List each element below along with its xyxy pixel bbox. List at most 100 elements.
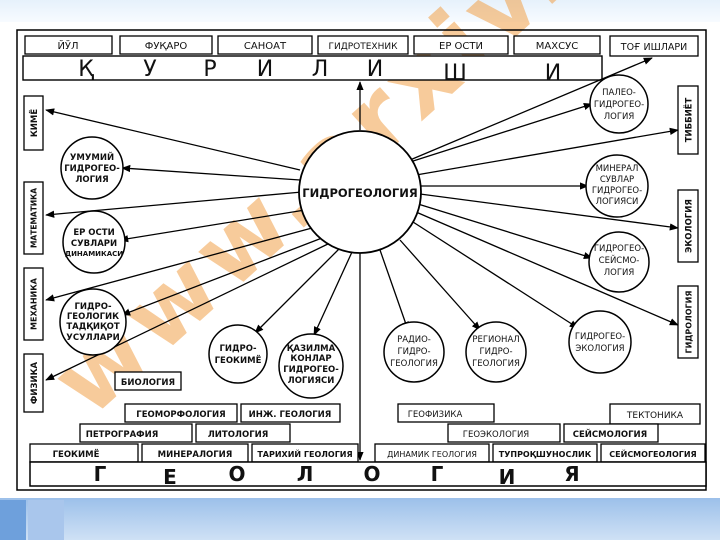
hg-ecology-circle xyxy=(568,310,632,374)
geology-letter-3: О xyxy=(228,462,245,486)
circle-hydrogeoseismology: ГИДРОГЕО- СЕЙСМО- ЛОГИЯ xyxy=(588,231,650,293)
arrow-to-medicine xyxy=(415,127,679,176)
general-hg-circle xyxy=(60,136,124,200)
mineral-line-1: МИНЕРАЛ xyxy=(596,164,639,174)
geochem-line-1: ГИДРО- xyxy=(219,344,257,354)
circle-hydrogeochemistry: ГИДРО- ГЕОКИМЁ xyxy=(208,324,268,384)
general-hg-line-1: УМУМИЙ xyxy=(70,151,114,163)
hydrogeology-label: ГИДРОГЕОЛОГИЯ xyxy=(302,186,418,200)
left-sciences: КИМЁ МАТЕМАТИКА МЕХАНИКА ФИЗИКА xyxy=(23,95,44,413)
construction-letter-5: Л xyxy=(312,57,329,82)
biology-label: БИОЛОГИЯ xyxy=(121,378,175,388)
circle-general-hydrogeology: УМУМИЙ ГИДРОГЕО- ЛОГИЯ xyxy=(60,136,124,200)
groundwater-line-3: ДИНАМИКАСИ xyxy=(65,250,123,258)
sector-industry-label: САНОАТ xyxy=(244,41,287,52)
circle-regional-hydrogeology: РЕГИОНАЛ ГИДРО- ГЕОЛОГИЯ xyxy=(465,321,527,383)
arrow-to-regional xyxy=(399,239,481,331)
dynamic-geology-label: ДИНАМИК ГЕОЛОГИЯ xyxy=(387,450,477,459)
seismo-line-2: СЕЙСМО- xyxy=(599,254,640,266)
lithology-box xyxy=(195,423,291,443)
general-hg-line-2: ГИДРОГЕО- xyxy=(64,164,120,174)
regional-line-1: РЕГИОНАЛ xyxy=(472,335,519,345)
slide-corner-square-light xyxy=(28,500,64,540)
geology-steps-right: ГЕОФИЗИКА ТЕКТОНИКА ГЕОЭКОЛОГИЯ СЕЙСМОЛО… xyxy=(374,403,706,463)
radio-line-2: ГИДРО- xyxy=(397,347,430,357)
mechanics-box xyxy=(23,267,44,341)
groundwater-line-1: ЕР ОСТИ xyxy=(73,228,114,238)
arrow-to-methods xyxy=(121,237,323,316)
groundwater-circle xyxy=(62,210,126,274)
arrow-to-chemistry xyxy=(45,108,301,171)
chemistry-label: КИМЁ xyxy=(29,109,40,138)
construction-letter-7: Ш xyxy=(443,61,467,86)
methods-line-3: ТАДҚИҚОТ xyxy=(66,322,119,332)
arrow-to-hg-ecology xyxy=(412,221,579,329)
methods-line-2: ГЕОЛОГИК xyxy=(67,312,119,322)
regional-circle xyxy=(465,321,527,383)
sector-box-underground xyxy=(413,35,509,55)
construction-letter-8: И xyxy=(545,61,561,86)
paleo-line-1: ПАЛЕО- xyxy=(602,88,636,98)
seismo-circle xyxy=(588,231,650,293)
paleo-circle xyxy=(589,74,649,134)
geology-letter-6: Г xyxy=(431,462,444,486)
hg-ecology-line-1: ГИДРОГЕО- xyxy=(575,332,625,342)
geology-letter-8: Я xyxy=(564,462,579,486)
eng-geology-label: ИНЖ. ГЕОЛОГИЯ xyxy=(249,410,332,420)
slide-top-band xyxy=(0,0,720,22)
mining-label: ТОҒ ИШЛАРИ xyxy=(620,42,687,53)
circle-hydrogeoecology: ГИДРОГЕО- ЭКОЛОГИЯ xyxy=(568,310,632,374)
slide-corner-square-dark xyxy=(0,500,26,540)
methods-line-4: УСУЛЛАРИ xyxy=(66,333,119,343)
minedeposits-circle xyxy=(278,333,344,399)
arrow-to-general-hg xyxy=(121,164,301,181)
geoecology-label: ГЕОЭКОЛОГИЯ xyxy=(463,430,530,440)
sector-civil-label: ФУҚАРО xyxy=(145,41,188,52)
outer-frame xyxy=(16,29,707,491)
hydrology-label: ГИДРОЛОГИЯ xyxy=(685,291,694,354)
ecology-label: ЭКОЛОГИЯ xyxy=(685,199,695,253)
paleo-line-2: ГИДРОГЕО- xyxy=(594,100,644,110)
mineral-line-2: СУВЛАР xyxy=(600,175,634,185)
hg-ecology-line-2: ЭКОЛОГИЯ xyxy=(575,344,624,354)
sector-underground-label: ЕР ОСТИ xyxy=(439,41,483,52)
mining-box xyxy=(609,35,699,57)
slide-bottom-band xyxy=(0,498,720,540)
geoecology-box xyxy=(447,423,561,443)
arrow-to-groundwater-dyn xyxy=(119,209,306,243)
soil-science-label: ТУПРОҚШУНОСЛИК xyxy=(499,450,592,459)
seismo-line-1: ГИДРОГЕО- xyxy=(594,244,644,254)
right-sciences: ТИББИЁТ ЭКОЛОГИЯ ГИДРОЛОГИЯ xyxy=(677,85,699,359)
petrography-box xyxy=(79,423,193,443)
construction-letter-2: У xyxy=(143,57,157,82)
ecology-box xyxy=(677,189,699,263)
geochem-circle xyxy=(208,324,268,384)
circle-hg-methods: ГИДРО- ГЕОЛОГИК ТАДҚИҚОТ УСУЛЛАРИ xyxy=(59,288,127,356)
minedeposits-line-1: ҚАЗИЛМА xyxy=(287,344,336,354)
construction-letter-3: Р xyxy=(203,57,216,82)
biology-box xyxy=(114,371,182,391)
hydrology-box xyxy=(677,285,699,359)
geochemistry-label: ГЕОКИМЁ xyxy=(53,449,100,460)
circle-mineral-waters: МИНЕРАЛ СУВЛАР ГИДРОГЕО- ЛОГИЯСИ xyxy=(585,154,649,218)
minedeposits-line-3: ГИДРОГЕО- xyxy=(283,365,339,375)
geology-letter-2: Е xyxy=(163,465,177,489)
arrow-to-minedeposits xyxy=(313,251,353,336)
arrow-to-hydrology xyxy=(415,211,679,326)
seismo-line-3: ЛОГИЯ xyxy=(604,268,635,278)
sector-special-label: МАХСУС xyxy=(536,41,578,52)
construction-letter-4: И xyxy=(257,57,273,82)
arrow-to-radio xyxy=(379,249,409,331)
geology-letter-7: И xyxy=(499,465,516,489)
methods-circle xyxy=(59,288,127,356)
methods-line-1: ГИДРО- xyxy=(74,302,112,312)
hydrogeology-circle xyxy=(298,130,422,254)
arrow-to-geochem xyxy=(254,247,341,334)
radio-line-3: ГЕОЛОГИЯ xyxy=(390,359,438,369)
construction-letter-6: И xyxy=(367,57,383,82)
sector-box-road xyxy=(24,35,113,55)
eng-geology-box xyxy=(240,403,341,423)
circle-paleohydrogeology: ПАЛЕО- ГИДРОГЕО- ЛОГИЯ xyxy=(589,74,649,134)
regional-line-2: ГИДРО- xyxy=(479,347,512,357)
mathematics-box xyxy=(23,181,44,255)
